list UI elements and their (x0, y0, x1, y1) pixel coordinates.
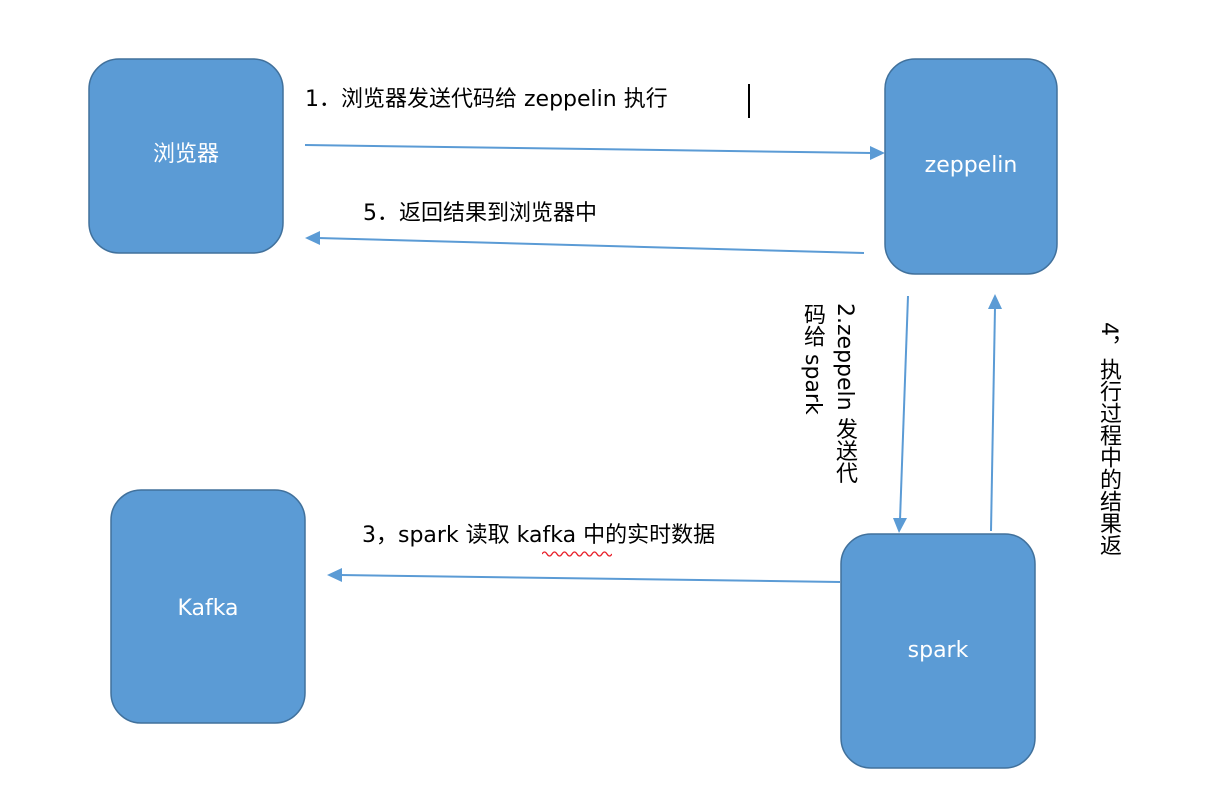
arrow-browser-to-zeppelin (304, 144, 885, 160)
spellcheck-underline (542, 551, 612, 557)
arrow-zeppelin-to-browser (305, 231, 865, 254)
text-cursor (748, 84, 750, 118)
step5-label: 5．返回结果到浏览器中 (363, 201, 597, 226)
step2-label: 2.zeppeln 发送代码给 spark (800, 303, 857, 484)
spark-node: spark (840, 533, 1036, 769)
kafka-node-label: Kafka (177, 596, 238, 621)
zeppelin-node: zeppelin (884, 58, 1058, 275)
spark-node-label: spark (908, 638, 969, 663)
browser-node: 浏览器 (88, 58, 284, 254)
kafka-node: Kafka (110, 489, 306, 724)
arrow-spark-to-zeppelin (988, 294, 1002, 532)
browser-node-label: 浏览器 (153, 142, 219, 167)
zeppelin-node-label: zeppelin (925, 153, 1018, 178)
arrow-zeppelin-to-spark (893, 295, 909, 533)
step1-label: 1．浏览器发送代码给 zeppelin 执行 (305, 87, 668, 112)
arrow-spark-to-kafka (327, 568, 841, 583)
step3-label: 3，spark 读取 kafka 中的实时数据 (362, 523, 716, 548)
step4-label: 4，执行过程中的结果返 (1096, 322, 1121, 556)
